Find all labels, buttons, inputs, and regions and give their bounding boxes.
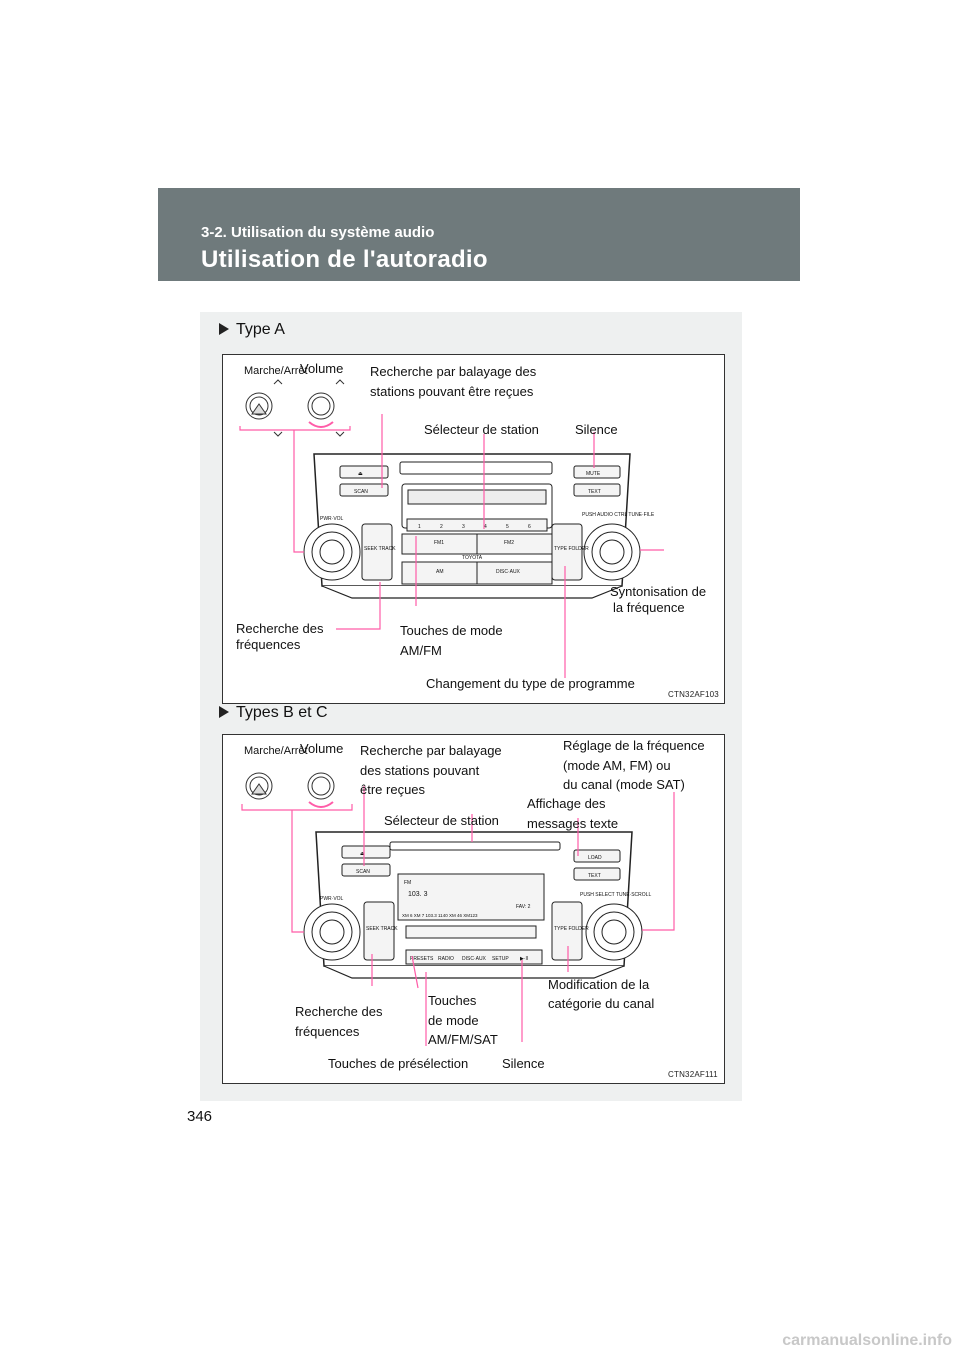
type-folder-button[interactable]: TYPE FOLDER (554, 926, 589, 932)
page-header: 3-2. Utilisation du système audio Utilis… (158, 188, 800, 281)
type-a-mode-label-2: AM/FM (400, 643, 442, 658)
type-a-volume-label: Volume (300, 361, 344, 376)
type-bc-seek-label-1: Recherche des (295, 1004, 383, 1019)
type-bc-category-label-1: Modification de la (548, 977, 650, 992)
disc-aux-button[interactable]: DISC·AUX (462, 956, 487, 962)
page-title: Utilisation de l'autoradio (201, 246, 488, 273)
type-bc-mode-label-3: AM/FM/SAT (428, 1032, 498, 1047)
preset-5-button[interactable]: 5 (506, 524, 509, 530)
display-frequency: 103. 3 (408, 891, 428, 898)
page-number: 346 (187, 1108, 213, 1125)
type-bc-scan-label-1: Recherche par balayage (360, 743, 502, 758)
type-bc-station-selector-label: Sélecteur de station (384, 813, 499, 828)
text-button[interactable]: TEXT (588, 489, 601, 495)
power-knob-icon (245, 379, 283, 437)
display-preset-row: XM 6 XM 7 103.3 1140 XM 46 XM123 (402, 913, 478, 918)
type-bc-text-label-2: messages texte (527, 816, 619, 831)
type-a-power-label: Marche/Arrêt (244, 365, 308, 377)
watermark: carmanualsonline.info (782, 1332, 952, 1349)
type-a-mute-label: Silence (575, 422, 618, 437)
type-a-heading: Type A (219, 321, 285, 339)
seek-track-button[interactable]: SEEK TRACK (366, 926, 398, 932)
eject-button[interactable]: ⏏ (360, 851, 365, 857)
type-bc-text-label-1: Affichage des (527, 796, 606, 811)
preset-4-button[interactable]: 4 (484, 524, 487, 530)
radio-faceplate (303, 831, 643, 979)
radio-button[interactable]: RADIO (438, 956, 454, 962)
type-a-mode-label-1: Touches de mode (400, 623, 503, 638)
brand-logo: TOYOTA (462, 555, 483, 561)
type-bc-mode-label-1: Touches (428, 993, 477, 1008)
type-bc-presets-label: Touches de présélection (328, 1056, 469, 1071)
mute-button[interactable]: MUTE (586, 471, 601, 477)
preset-3-button[interactable]: 3 (462, 524, 465, 530)
type-bc-volume-label: Volume (300, 741, 344, 756)
type-bc-scan-label-3: être reçues (360, 782, 426, 797)
preset-1-button[interactable]: 1 (418, 524, 421, 530)
type-bc-freq-label-1: Réglage de la fréquence (563, 738, 705, 753)
play-pause-button[interactable]: ▶·II (520, 956, 528, 962)
type-a-tune-label-1: Syntonisation de (610, 584, 707, 599)
am-button[interactable]: AM (436, 569, 444, 575)
type-bc-power-label: Marche/Arrêt (244, 745, 308, 757)
preset-6-button[interactable]: 6 (528, 524, 531, 530)
type-bc-scan-label-2: des stations pouvant (360, 763, 480, 778)
radio-faceplate (303, 453, 641, 599)
type-bc-figure-code: CTN32AF111 (668, 1070, 718, 1079)
type-bc-illustration: ⏏ SCAN LOAD TEXT PWR·VOL SEEK TRACK TYPE… (241, 772, 675, 1046)
type-bc-heading: Types B et C (219, 704, 328, 722)
pwr-vol-label: PWR·VOL (320, 516, 344, 522)
section-subtitle: 3-2. Utilisation du système audio (201, 224, 435, 241)
type-a-scan-label-2: stations pouvant être reçues (370, 384, 534, 399)
type-bc-freq-label-2: (mode AM, FM) ou (563, 758, 671, 773)
type-a-scan-label-1: Recherche par balayage des (370, 364, 537, 379)
tune-file-label: PUSH AUDIO CTRL TUNE·FILE (582, 512, 655, 518)
setup-button[interactable]: SETUP (492, 956, 509, 962)
type-bc-category-label-2: catégorie du canal (548, 996, 655, 1011)
type-a-illustration: ⏏ SCAN MUTE TEXT PWR·VOL SEEK TRACK TYPE… (239, 379, 664, 678)
leader-lines (241, 786, 675, 1046)
type-a-figure-code: CTN32AF103 (668, 690, 719, 699)
seek-track-button[interactable]: SEEK TRACK (364, 546, 396, 552)
type-folder-button[interactable]: TYPE FOLDER (554, 546, 589, 552)
type-a-seek-label-2: fréquences (236, 637, 301, 652)
type-bc-seek-label-2: fréquences (295, 1024, 360, 1039)
type-a-program-type-label: Changement du type de programme (426, 676, 635, 691)
load-button[interactable]: LOAD (588, 855, 602, 861)
volume-knob-icon (307, 772, 335, 808)
type-a-seek-label-1: Recherche des (236, 621, 324, 636)
scan-button[interactable]: SCAN (356, 869, 370, 875)
presets-button[interactable]: PRESETS (410, 956, 434, 962)
disc-aux-button[interactable]: DISC·AUX (496, 569, 521, 575)
triangle-bullet-icon (219, 323, 229, 335)
leader-lines (239, 414, 664, 678)
scan-button[interactable]: SCAN (354, 489, 368, 495)
text-button[interactable]: TEXT (588, 873, 601, 879)
type-bc-freq-label-3: du canal (mode SAT) (563, 777, 685, 792)
tune-scroll-label: PUSH SELECT TUNE·SCROLL (580, 892, 651, 898)
display-fav: FAV: 2 (516, 904, 531, 910)
pwr-vol-label: PWR·VOL (320, 896, 344, 902)
fm1-button[interactable]: FM1 (434, 540, 444, 546)
display-band: FM (404, 880, 411, 886)
type-a-tune-label-2: la fréquence (613, 600, 685, 615)
preset-2-button[interactable]: 2 (440, 524, 443, 530)
type-bc-mute-label: Silence (502, 1056, 545, 1071)
volume-knob-icon (307, 379, 345, 437)
type-bc-mode-label-2: de mode (428, 1013, 479, 1028)
triangle-bullet-icon (219, 706, 229, 718)
power-knob-icon (245, 772, 273, 800)
type-a-station-selector-label: Sélecteur de station (424, 422, 539, 437)
eject-button[interactable]: ⏏ (358, 471, 363, 477)
fm2-button[interactable]: FM2 (504, 540, 514, 546)
